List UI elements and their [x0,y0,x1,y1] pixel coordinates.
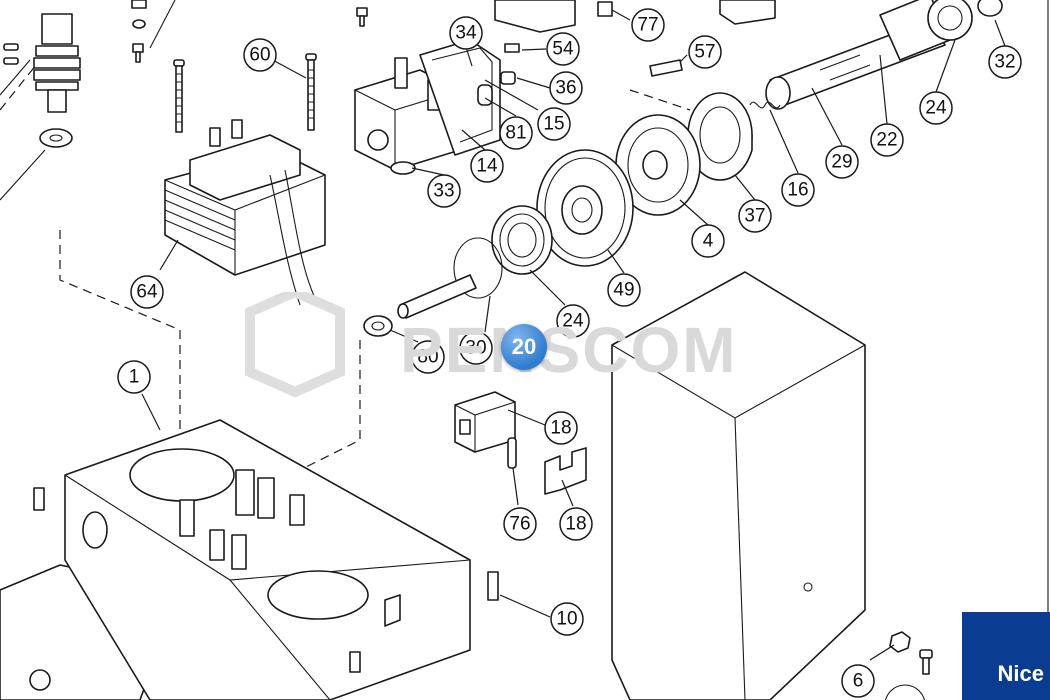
callout-label: 57 [694,42,715,63]
callout-label: 24 [562,311,584,332]
callout-label: 49 [613,280,634,301]
callout-1[interactable]: 1 [117,360,151,394]
washer-part [363,315,393,337]
callout-label: 1 [129,367,140,388]
callout-81[interactable]: 81 [499,116,533,150]
callout-14[interactable]: 14 [470,149,504,183]
callout-60[interactable]: 60 [243,38,277,72]
callout-label: 24 [925,98,947,119]
output-shaft-part [749,0,1003,110]
callout-label: 37 [744,206,765,227]
selected-part-badge[interactable]: 20 [501,324,547,370]
callout-label: 22 [876,130,897,151]
callout-label: 6 [853,671,864,692]
small-screws [131,0,368,63]
callout-label: 14 [476,156,498,177]
callout-label: 76 [509,514,530,535]
callout-36[interactable]: 36 [549,71,583,105]
cover-housing [611,271,866,700]
top-blocks-part [494,0,776,33]
callout-label: 34 [455,23,477,44]
callout-4[interactable]: 4 [691,224,725,258]
callout-label: 77 [637,15,658,36]
callout-6[interactable]: 6 [841,664,875,698]
callout-label: 18 [565,514,586,535]
callout-label: 54 [552,39,574,60]
callout-label: 18 [550,418,571,439]
brand-logo: Nice [962,612,1050,700]
callout-77[interactable]: 77 [631,8,665,42]
long-screws-part [173,53,317,133]
o-ring-pin-part [397,237,503,319]
callout-18-top[interactable]: 18 [544,411,578,445]
callout-32[interactable]: 32 [988,45,1022,79]
callout-label: 4 [703,231,714,252]
callout-22[interactable]: 22 [870,123,904,157]
callout-label: 81 [505,123,526,144]
callout-label: 10 [556,609,577,630]
callout-49[interactable]: 49 [607,273,641,307]
encoder-disc-part [615,114,701,216]
brand-logo-text: Nice [997,661,1044,686]
callout-54[interactable]: 54 [546,32,580,66]
callout-37[interactable]: 37 [738,199,772,233]
callout-label: 80 [417,347,438,368]
callout-30[interactable]: 30 [459,331,493,365]
worm-screw-part [0,13,81,201]
bearing-part [491,205,553,275]
callout-24-top[interactable]: 24 [919,91,953,125]
callout-76[interactable]: 76 [503,507,537,541]
callout-label: 32 [994,52,1015,73]
callout-label: 29 [831,152,852,173]
motor-base-housing [0,419,499,700]
callout-label: 36 [555,78,576,99]
nut-screw-part [885,631,933,700]
leader-lines [141,9,1006,661]
transformer-part [164,119,326,306]
callout-33[interactable]: 33 [427,174,461,208]
pins-part [500,43,683,85]
callout-15[interactable]: 15 [537,107,571,141]
terminal-block-part [454,391,587,495]
callout-label: 60 [249,45,270,66]
callout-34[interactable]: 34 [449,16,483,50]
callout-16[interactable]: 16 [781,173,815,207]
callout-24-mid[interactable]: 24 [556,304,590,338]
collar-part [687,92,753,181]
callout-29[interactable]: 29 [825,145,859,179]
callout-10[interactable]: 10 [550,602,584,636]
callout-80[interactable]: 80 [411,340,445,374]
callout-label: 30 [465,338,486,359]
callout-label: 64 [136,282,158,303]
callout-label: 15 [543,114,564,135]
callout-64[interactable]: 64 [130,275,164,309]
callout-18-bottom[interactable]: 18 [559,507,593,541]
gear-part [536,149,634,267]
callout-label: 33 [433,181,454,202]
callout-label: 16 [787,180,808,201]
callout-57[interactable]: 57 [688,35,722,69]
